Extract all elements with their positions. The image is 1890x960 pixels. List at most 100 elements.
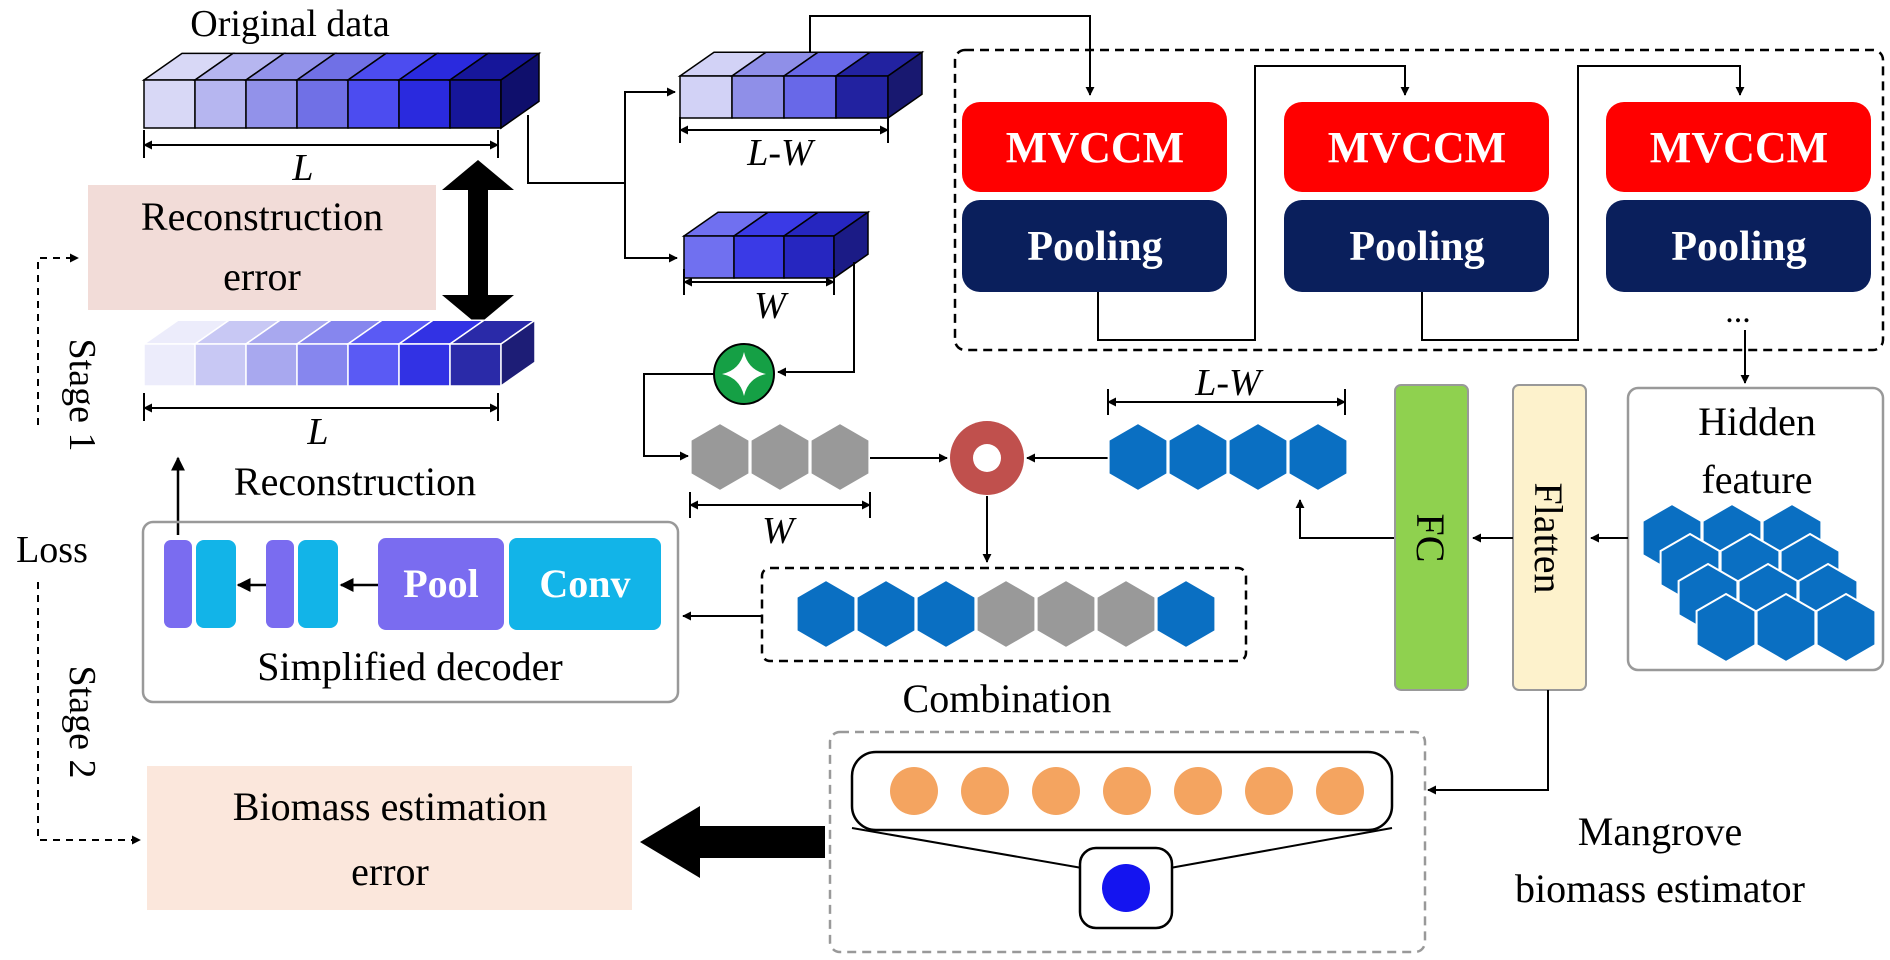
pooling-3-label: Pooling	[1671, 224, 1806, 270]
combination-label: Combination	[903, 676, 1112, 721]
mvccm-1-label: MVCCM	[1006, 123, 1184, 172]
hexagon	[795, 578, 857, 650]
hexagon	[1167, 421, 1229, 493]
fc-to-hex-connector	[1295, 499, 1395, 539]
gray-hexagon-row	[689, 421, 871, 493]
hexagon	[1227, 421, 1289, 493]
pool-label: Pool	[403, 561, 479, 606]
stage1-to-stage2-connector	[1097, 65, 1410, 341]
hexagon	[1155, 578, 1217, 650]
w-to-add-connector	[777, 262, 855, 377]
estimator-input-layer	[850, 750, 1394, 832]
prism-cube	[783, 75, 837, 119]
fc-label: FC	[1408, 514, 1453, 563]
combined-hexagon-row	[795, 578, 1217, 650]
L-W-prism	[677, 50, 925, 120]
simplified-decoder-label: Simplified decoder	[257, 644, 562, 689]
prism-side	[500, 51, 540, 130]
hexagon	[1287, 421, 1349, 493]
reconstruction-prism	[141, 318, 538, 388]
prism-side	[500, 318, 536, 388]
prism-cube	[194, 343, 247, 387]
loss-label: Loss	[16, 529, 88, 571]
pool-block	[378, 538, 504, 630]
estimator-dashed-box	[828, 730, 1427, 954]
biomass-error-box	[147, 766, 632, 910]
original-data-prism	[141, 51, 542, 130]
input-neuron	[890, 767, 938, 815]
prism-cube	[731, 75, 785, 119]
prism-cube	[398, 79, 451, 129]
stage1-dashed-line	[37, 253, 79, 425]
estimator-label-line1: Mangrove	[1578, 809, 1742, 854]
input-neuron	[1032, 767, 1080, 815]
original-data-label: Original data	[190, 3, 390, 45]
hidden-feature-box	[1626, 386, 1885, 672]
estimator-label-line2: biomass estimator	[1515, 866, 1805, 911]
reconstruction-error-line2: error	[223, 254, 301, 299]
prism-cube	[398, 343, 451, 387]
dim-LW-top-label: L-W	[746, 132, 816, 174]
big-left-arrow	[640, 806, 825, 878]
flatten-label: Flatten	[1526, 482, 1571, 593]
input-neuron	[1316, 767, 1364, 815]
input-neuron	[1174, 767, 1222, 815]
reconstruction-error-box	[88, 185, 436, 310]
hexagon	[1695, 592, 1757, 664]
decoder-bar-1	[164, 540, 192, 628]
estimator-neuron-row	[890, 767, 1364, 815]
hidden-feature-line2: feature	[1701, 457, 1812, 502]
stage2-dashed-line	[37, 582, 141, 845]
W-prism	[681, 210, 871, 280]
prism-cube	[683, 235, 735, 279]
blue-hexagon-row	[1107, 421, 1349, 493]
reconstruction-error-line1: Reconstruction	[141, 194, 383, 239]
hexagon	[1755, 592, 1817, 664]
biomass-error-line1: Biomass estimation	[233, 784, 547, 829]
hexagon	[1815, 592, 1877, 664]
mvccm-2-label: MVCCM	[1328, 123, 1506, 172]
prism-cube	[143, 343, 196, 387]
input-neuron	[1103, 767, 1151, 815]
dim-L-bottom-label: L	[306, 411, 328, 453]
decoder-bar-4	[298, 540, 338, 628]
conv-block	[509, 538, 661, 630]
hexagon	[1095, 578, 1157, 650]
compare-double-arrow	[442, 160, 514, 325]
hexagon	[915, 578, 977, 650]
prism-cube	[347, 79, 400, 129]
dim-LW-blue-label: L-W	[1194, 362, 1264, 404]
prism-cube	[449, 79, 502, 129]
pooling-1-label: Pooling	[1027, 224, 1162, 270]
prism-cube	[679, 75, 733, 119]
mvccm-stage-1: MVCCM Pooling	[962, 102, 1227, 292]
lw-to-mvccm-connector	[809, 15, 1095, 96]
estimator-output-neuron	[1102, 864, 1150, 912]
stage2-label: Stage 2	[61, 666, 103, 779]
prism-cube	[245, 343, 298, 387]
encoder-dashed-box	[953, 48, 1885, 352]
prism-side	[887, 50, 923, 120]
biomass-error-line2: error	[351, 849, 429, 894]
combine-operation-icon	[950, 421, 1024, 495]
prism-cube	[449, 343, 502, 387]
simplified-decoder-box	[141, 520, 680, 704]
hexagon	[855, 578, 917, 650]
dim-W-top-label: W	[754, 285, 789, 327]
prism-cube	[296, 343, 349, 387]
prism-cube	[835, 75, 889, 119]
fc-block	[1394, 384, 1469, 691]
prism-cube	[296, 79, 349, 129]
mvccm-stage-3: MVCCM Pooling	[1606, 102, 1871, 292]
decoder-bar-3	[266, 540, 294, 628]
orig-to-split-connector	[527, 115, 625, 184]
mvccm-stage-2: MVCCM Pooling	[1284, 102, 1549, 292]
hexagon	[1035, 578, 1097, 650]
hexagon	[809, 421, 871, 493]
prism-cube	[194, 79, 247, 129]
input-neuron	[1245, 767, 1293, 815]
combined-row-box	[760, 566, 1248, 663]
conv-label: Conv	[539, 561, 630, 606]
stage1-label: Stage 1	[61, 339, 103, 452]
